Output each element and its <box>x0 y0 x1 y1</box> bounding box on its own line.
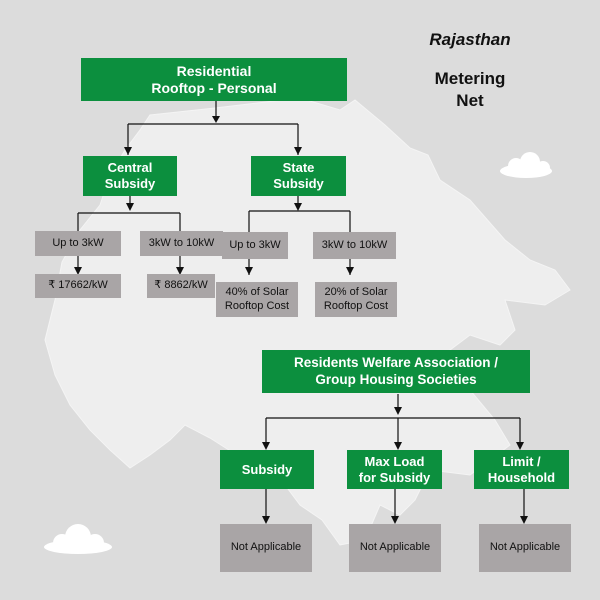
node-label: 40% of Solar <box>225 286 289 299</box>
node-label: Subsidy <box>273 176 324 191</box>
state-title: Rajasthan <box>429 30 511 49</box>
node-label: Subsidy <box>241 461 293 477</box>
rwa-limit-value-box: Not Applicable <box>479 524 571 572</box>
node-label: Group Housing Societies <box>315 371 477 387</box>
central-subsidy-box: Central Subsidy <box>83 156 177 196</box>
rwa-group-housing-box: Residents Welfare Association / Group Ho… <box>262 350 530 393</box>
state-tier-value-box: 40% of Solar Rooftop Cost <box>216 282 298 317</box>
arrowhead <box>126 203 134 211</box>
state-tier-range-box: 3kW to 10kW <box>313 232 396 259</box>
arrowhead <box>294 203 302 211</box>
metering-title: Metering Net <box>410 68 530 112</box>
node-label: Limit / <box>502 453 541 469</box>
arrowhead <box>294 147 302 155</box>
rwa-limit-household-box: Limit / Household <box>474 450 569 489</box>
node-label: Rooftop Cost <box>224 299 290 312</box>
arrowhead <box>262 442 270 450</box>
central-tier-range-box: 3kW to 10kW <box>140 231 223 256</box>
node-label: 20% of Solar <box>324 286 388 299</box>
arrowhead <box>176 267 184 275</box>
central-tier-value-box: ₹ 17662/kW <box>35 274 121 298</box>
arrowhead <box>212 116 220 123</box>
arrowhead <box>245 267 253 275</box>
node-label: Household <box>487 469 556 485</box>
central-tier-range-box: Up to 3kW <box>35 231 121 256</box>
metering-title-line2: Net <box>456 91 484 111</box>
rwa-subsidy-value-box: Not Applicable <box>220 524 312 572</box>
arrowhead <box>516 442 524 450</box>
state-tier-value-box: 20% of Solar Rooftop Cost <box>315 282 397 317</box>
node-label: Residential <box>176 62 252 79</box>
state-subsidy-box: State Subsidy <box>251 156 346 196</box>
arrowhead <box>74 267 82 275</box>
node-label: Central <box>107 160 153 176</box>
rwa-subsidy-box: Subsidy <box>220 450 314 489</box>
node-label: Subsidy <box>104 176 156 191</box>
arrowhead <box>520 516 528 524</box>
arrowhead <box>391 516 399 524</box>
rwa-max-load-box: Max Load for Subsidy <box>347 450 442 489</box>
rajasthan-map-shape <box>44 97 571 546</box>
arrowheads <box>74 116 528 524</box>
state-tier-range-box: Up to 3kW <box>222 232 288 259</box>
cloud-right-icon <box>500 152 552 178</box>
rwa-max-load-value-box: Not Applicable <box>349 524 441 572</box>
arrowhead <box>262 516 270 524</box>
arrowhead <box>394 442 402 450</box>
arrowhead <box>346 267 354 275</box>
node-label: Rooftop Cost <box>323 299 389 312</box>
node-label: State <box>282 160 315 176</box>
connector-lines <box>77 101 525 516</box>
arrowhead <box>124 147 132 155</box>
arrowhead <box>394 407 402 415</box>
metering-title-line1: Metering <box>434 69 506 88</box>
node-label: for Subsidy <box>358 469 431 485</box>
central-tier-value-box: ₹ 8862/kW <box>147 274 215 298</box>
node-label: Rooftop - Personal <box>151 79 277 96</box>
residential-rooftop-personal-box: Residential Rooftop - Personal <box>81 58 347 101</box>
cloud-left-icon <box>44 524 112 554</box>
node-label: Max Load <box>364 453 425 469</box>
node-label: Residents Welfare Association / <box>293 355 499 371</box>
